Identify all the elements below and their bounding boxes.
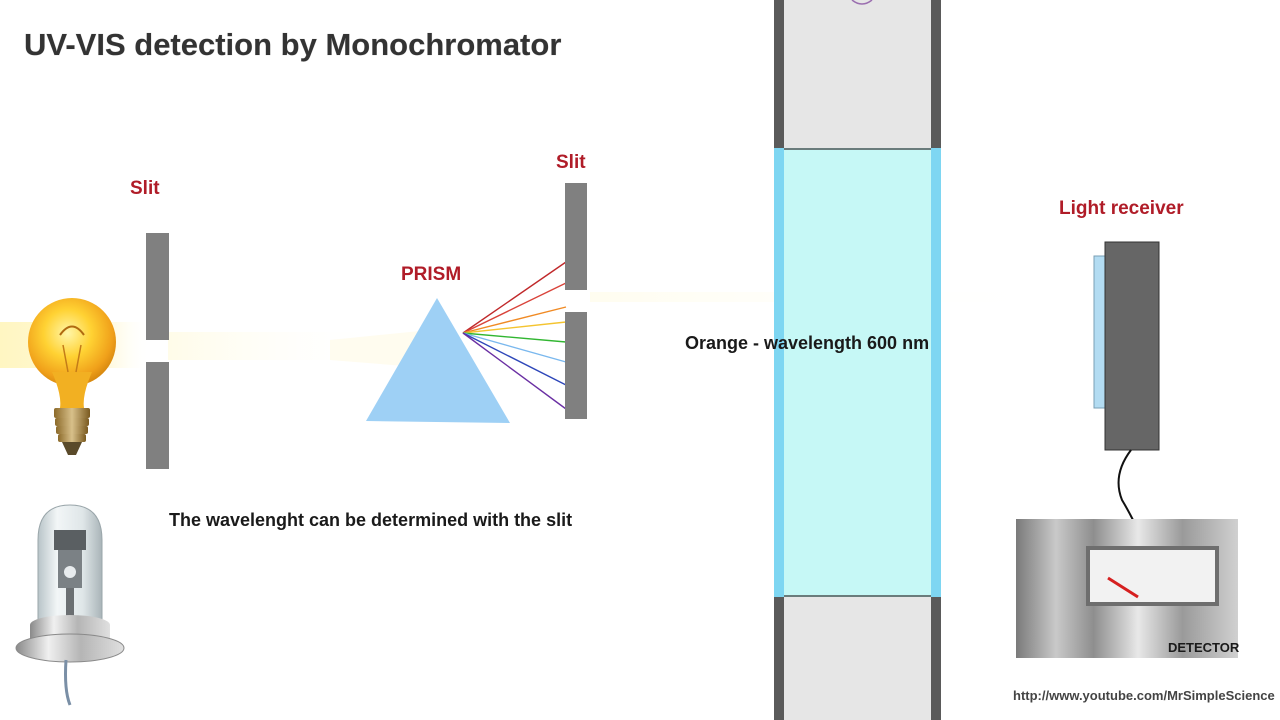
ray-dark-red [463, 283, 566, 333]
ray-red [463, 262, 566, 333]
light-receiver [1094, 242, 1159, 450]
slit-right-label: Slit [556, 152, 586, 173]
receiver-cable [1119, 450, 1133, 520]
light-bulb-icon [28, 298, 116, 455]
wavelength-label: Orange - wavelength 600 nm [685, 333, 929, 353]
detector [1016, 519, 1238, 658]
page-title: UV-VIS detection by Monochromator [24, 27, 561, 62]
slit-right-upper-plate [565, 183, 587, 290]
ray-orange [463, 307, 566, 333]
detector-label: DETECTOR [1168, 640, 1240, 655]
cuvette [774, 0, 941, 720]
slit-note: The wavelenght can be determined with th… [169, 510, 572, 530]
source-url: http://www.youtube.com/MrSimpleScience [1013, 688, 1275, 703]
slit-left-lower-plate [146, 362, 169, 469]
slit-left-label: Slit [130, 178, 160, 199]
slit-left-upper-plate [146, 233, 169, 340]
deuterium-lamp-icon [16, 505, 124, 705]
ray-yellow [463, 322, 566, 333]
slit-right-lower-plate [565, 312, 587, 419]
cuvette-sample-liquid [774, 148, 941, 597]
light-receiver-label: Light receiver [1059, 198, 1184, 219]
prism-label: PRISM [401, 264, 461, 285]
